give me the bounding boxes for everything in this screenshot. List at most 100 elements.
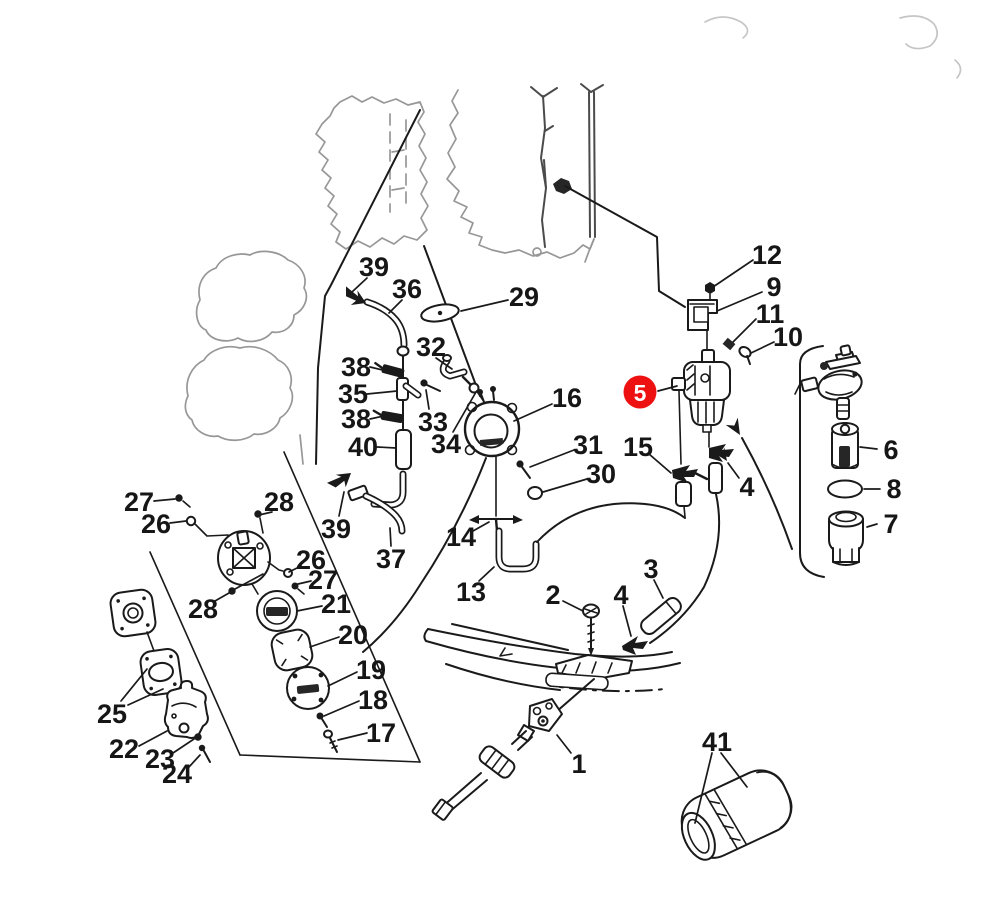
leader-line-7 [866, 523, 878, 528]
callout-29[interactable]: 29 [509, 282, 539, 312]
insert-arrow [725, 417, 793, 550]
callout-number: 24 [162, 759, 192, 789]
callout-5-highlighted[interactable]: 5 [623, 375, 657, 409]
leader-line-24 [188, 754, 201, 768]
callout-23[interactable]: 23 [145, 744, 175, 774]
clamp-15 [672, 465, 709, 483]
leader-line-41 [694, 752, 713, 824]
callout-22[interactable]: 22 [109, 734, 139, 764]
diaphragm-21 [256, 590, 298, 632]
grommet-41 [680, 769, 793, 861]
callout-24[interactable]: 24 [162, 759, 192, 789]
callout-number: 32 [416, 332, 446, 362]
leader-line-10 [750, 341, 775, 354]
callout-number: 17 [366, 718, 396, 748]
callout-37[interactable]: 37 [376, 544, 406, 574]
callout-13[interactable]: 13 [456, 577, 486, 607]
leader-line-38 [369, 415, 385, 420]
callout-1[interactable]: 1 [571, 749, 586, 779]
callout-28[interactable]: 28 [264, 487, 294, 517]
callout-39[interactable]: 39 [321, 514, 351, 544]
fuel-connector-1 [431, 678, 595, 821]
pump-cluster-left [109, 494, 338, 763]
callout-27[interactable]: 27 [124, 487, 154, 517]
callout-3[interactable]: 3 [643, 554, 658, 584]
inline-joint-3 [640, 596, 682, 636]
leader-line-1 [556, 734, 572, 754]
callout-11[interactable]: 11 [756, 299, 785, 329]
callout-10[interactable]: 10 [773, 322, 803, 352]
screw-17 [323, 729, 338, 753]
callout-8[interactable]: 8 [886, 474, 901, 504]
hose-32 [439, 354, 468, 380]
callout-19[interactable]: 19 [356, 655, 386, 685]
callout-20[interactable]: 20 [338, 620, 368, 650]
callout-2[interactable]: 2 [545, 580, 560, 610]
callout-14[interactable]: 14 [446, 522, 476, 552]
washer-26 [185, 515, 197, 527]
leader-line-26 [288, 565, 302, 573]
filter-body [671, 361, 731, 401]
callout-9[interactable]: 9 [766, 272, 781, 302]
callout-number: 18 [358, 685, 388, 715]
callout-41[interactable]: 41 [702, 727, 732, 757]
callout-39[interactable]: 39 [359, 252, 389, 282]
filter-bowl [689, 399, 725, 433]
callout-30[interactable]: 30 [586, 459, 616, 489]
callout-4[interactable]: 4 [613, 580, 628, 610]
callout-26[interactable]: 26 [296, 545, 326, 575]
callout-31[interactable]: 31 [573, 430, 603, 460]
callout-number: 33 [418, 407, 448, 437]
callout-35[interactable]: 35 [338, 379, 368, 409]
clamp-4-upper [709, 444, 734, 462]
callout-25[interactable]: 25 [97, 699, 127, 729]
callout-34[interactable]: 34 [431, 429, 461, 459]
gasket-29 [420, 303, 460, 323]
callout-17[interactable]: 17 [366, 718, 396, 748]
callout-number: 27 [124, 487, 154, 517]
leader-line-11 [732, 318, 757, 343]
gasket-20 [270, 628, 314, 672]
fuel-cock [794, 344, 863, 420]
callout-32[interactable]: 32 [416, 332, 446, 362]
callout-12[interactable]: 12 [752, 240, 782, 270]
callout-27[interactable]: 27 [308, 565, 338, 595]
leader-line-4 [727, 462, 740, 479]
clamp-39-bottom [326, 473, 351, 488]
callout-16[interactable]: 16 [552, 383, 582, 413]
callout-number: 41 [702, 727, 732, 757]
callout-28[interactable]: 28 [188, 594, 218, 624]
callout-number: 40 [348, 432, 378, 462]
callout-number: 34 [431, 429, 461, 459]
callout-4[interactable]: 4 [739, 472, 754, 502]
callout-number: 11 [756, 299, 785, 329]
leader-line-25 [120, 668, 148, 702]
leader-line-37 [389, 527, 392, 547]
cover-19 [286, 666, 330, 710]
callout-18[interactable]: 18 [358, 685, 388, 715]
callout-number: 29 [509, 282, 539, 312]
callout-6[interactable]: 6 [883, 435, 898, 465]
callout-number: 5 [634, 380, 647, 406]
callout-38[interactable]: 38 [341, 352, 371, 382]
callout-15[interactable]: 15 [623, 432, 653, 462]
callout-40[interactable]: 40 [348, 432, 378, 462]
callout-26[interactable]: 26 [141, 509, 171, 539]
screw-27 [291, 582, 299, 590]
callout-21[interactable]: 21 [321, 589, 351, 619]
callout-7[interactable]: 7 [883, 509, 898, 539]
clamp-38-lower [372, 409, 404, 424]
engine-outline-top-center [446, 83, 604, 263]
callout-36[interactable]: 36 [392, 274, 422, 304]
leader-line-4 [622, 605, 632, 637]
screw-23 [194, 733, 202, 741]
leader-line-17 [337, 732, 368, 741]
leader-line-29 [460, 299, 509, 312]
leader-line-27 [153, 498, 176, 502]
leader-line-40 [376, 446, 397, 449]
callout-38[interactable]: 38 [341, 404, 371, 434]
screw-11 [722, 337, 736, 351]
screw-28 [254, 510, 262, 518]
callout-33[interactable]: 33 [418, 407, 448, 437]
